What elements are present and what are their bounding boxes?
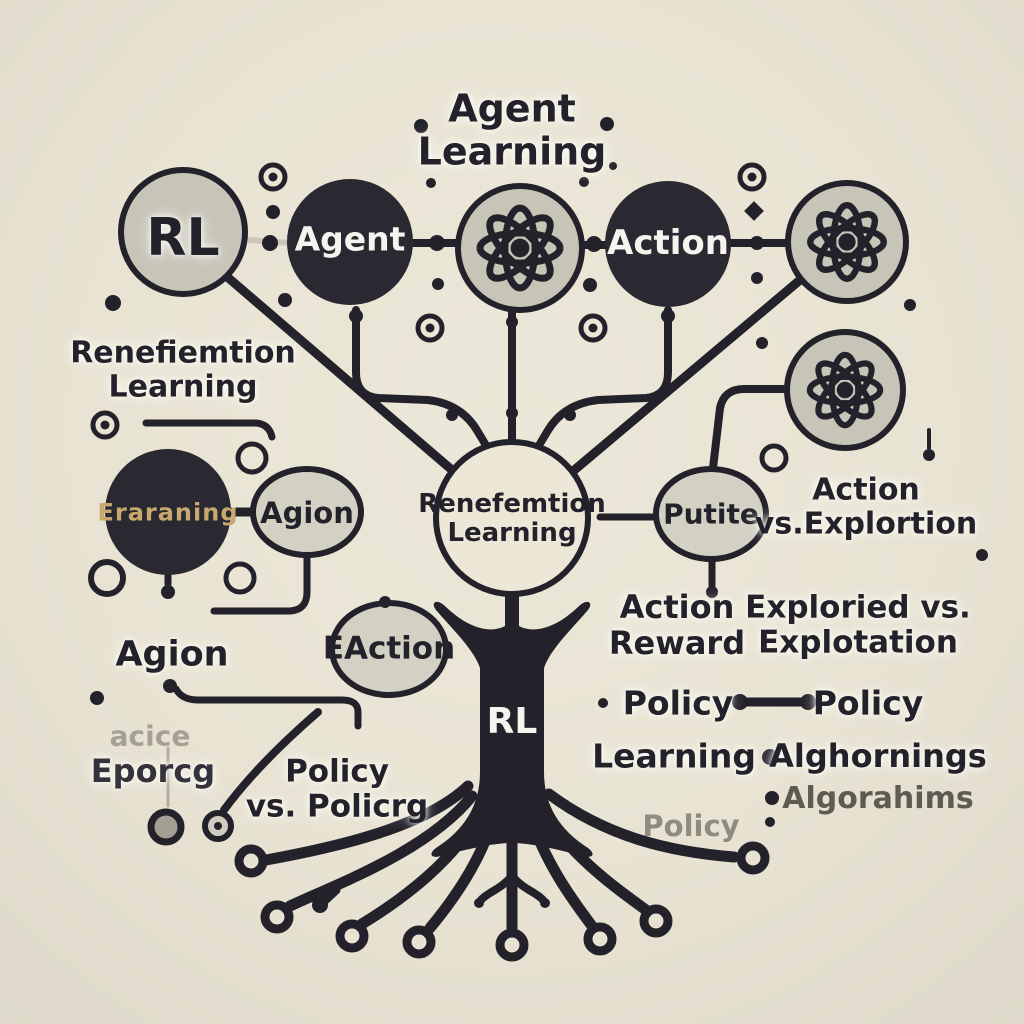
node-center bbox=[433, 439, 591, 597]
root-ring-icon bbox=[644, 909, 668, 933]
policy-vs-line1: Policy bbox=[285, 753, 389, 790]
circle-dot-icon bbox=[418, 316, 442, 340]
root-ring-icon bbox=[500, 933, 524, 957]
policy-vs-label: Policy vs. Policrg bbox=[246, 754, 428, 823]
agion-label: Agion bbox=[115, 634, 229, 675]
root-lines bbox=[260, 780, 740, 934]
trunk-label: RL bbox=[486, 700, 538, 742]
circle-dot-icon bbox=[261, 165, 285, 189]
ellipse-eaction-label: EAction bbox=[322, 630, 456, 667]
scatter-dots bbox=[90, 117, 988, 913]
action-reward-line2: Reward bbox=[608, 624, 746, 662]
diamond-dot-icon bbox=[744, 201, 764, 221]
action-reward-label: Action Reward bbox=[608, 588, 746, 662]
algorahims-label: Algorahims bbox=[782, 781, 974, 817]
acice-label: acice bbox=[109, 719, 191, 753]
circle-dot-icon bbox=[93, 413, 117, 437]
node-dark-left bbox=[105, 449, 231, 575]
diagram-title-line1: Agent bbox=[448, 86, 576, 131]
exploried-label: Exploried vs. Explotation bbox=[745, 590, 971, 659]
node-rl bbox=[118, 167, 248, 297]
policy-faded-label: Policy bbox=[642, 808, 740, 843]
policy-left-label: Policy bbox=[622, 683, 734, 723]
policy-right-label: Policy bbox=[812, 683, 924, 723]
node-agent-label: Agent bbox=[294, 219, 406, 259]
ellipse-agion bbox=[250, 466, 364, 558]
left-heading-line2: Learning bbox=[108, 369, 258, 404]
ellipse-putite bbox=[653, 466, 769, 562]
diagram-title-line2: Learning bbox=[417, 129, 607, 173]
left-heading: Renefiemtion Learning bbox=[70, 336, 296, 403]
learning-label: Learning bbox=[592, 736, 756, 776]
root-ring-icon bbox=[741, 846, 765, 870]
circle-dot-icon bbox=[740, 165, 764, 189]
exploried-line1: Exploried vs. bbox=[745, 589, 971, 626]
decorative-rings bbox=[88, 441, 789, 846]
root-ring-icon bbox=[340, 924, 364, 948]
branch-lines bbox=[142, 237, 931, 814]
eporcg-label: Eporcg bbox=[90, 752, 216, 791]
action-reward-line1: Action bbox=[619, 588, 735, 627]
node-action bbox=[605, 181, 731, 307]
alghornings-label: Alghornings bbox=[769, 737, 987, 776]
exploried-line2: Explotation bbox=[758, 624, 958, 660]
root-ring-icon bbox=[239, 849, 263, 873]
nodes bbox=[105, 167, 909, 698]
node-action-label: Action bbox=[607, 222, 729, 263]
root-ring-icon bbox=[407, 930, 431, 954]
node-center-line1: Renefemtion bbox=[418, 488, 606, 519]
diagram-title: Agent Learning bbox=[418, 87, 607, 172]
left-heading-line1: Renefiemtion bbox=[70, 335, 296, 371]
node-dark-left-label: Eraraning bbox=[97, 498, 239, 527]
action-vs-line1: Action bbox=[812, 472, 920, 508]
policy-vs-line2: vs. Policrg bbox=[245, 788, 429, 824]
node-agent bbox=[287, 179, 413, 305]
action-vs-label: Action vs.Explortion bbox=[755, 473, 977, 540]
root-ring-icon bbox=[588, 927, 612, 951]
circle-dot-icon bbox=[581, 316, 605, 340]
ellipse-agion-label: Agion bbox=[260, 495, 354, 530]
node-center-label: Renefemtion Learning bbox=[418, 488, 606, 548]
root-ring-icon bbox=[265, 905, 289, 929]
action-vs-line2: vs.Explortion bbox=[754, 506, 978, 541]
node-rl-label: RL bbox=[146, 207, 220, 268]
ellipse-putite-label: Putite bbox=[663, 497, 759, 531]
node-center-line2: Learning bbox=[447, 518, 577, 548]
trunk-shape bbox=[431, 590, 593, 857]
